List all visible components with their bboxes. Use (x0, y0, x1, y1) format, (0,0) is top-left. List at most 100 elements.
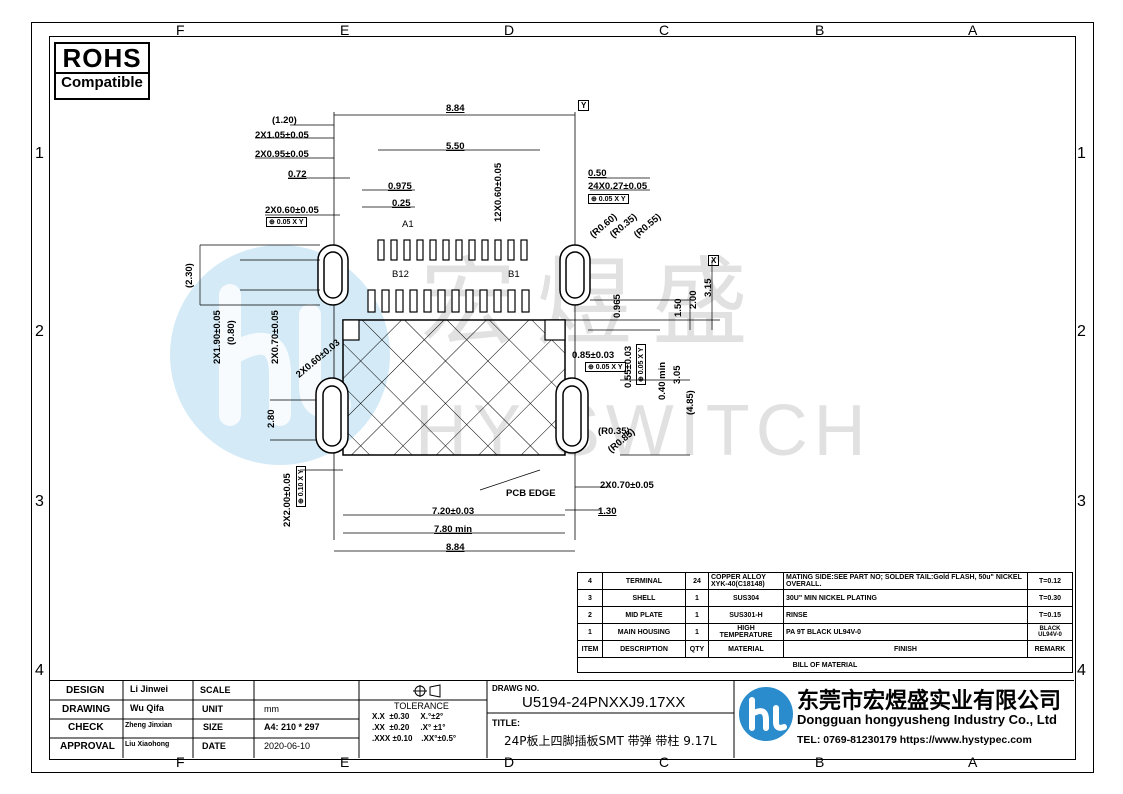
tolerance-frame: ⊕ 0.05 X Y (636, 344, 646, 385)
drawing-number: U5194-24PNXXJ9.17XX (522, 694, 686, 711)
table-header-row: ITEM DESCRIPTION QTY MATERIAL FINISH REM… (577, 640, 1073, 658)
drawing-number-label: DRAWG NO. (492, 684, 540, 693)
drawing-label: DRAWING (62, 704, 111, 715)
table-row: 4 TERMINAL 24 COPPER ALLOY XYK-40(C18148… (577, 572, 1073, 590)
dim-label: 3.05 (672, 365, 683, 385)
dim-label: 0.85±0.03 (572, 350, 615, 361)
dim-label: 0.72 (288, 169, 307, 180)
unit-value: mm (264, 704, 279, 714)
dim-label: 0.975 (388, 181, 412, 192)
design-value: Li Jinwei (130, 684, 169, 694)
dim-label: 3.15 (703, 278, 714, 298)
zone-letter-bottom: D (504, 754, 515, 770)
pin-label: B1 (508, 269, 520, 280)
tolerance-line: .XXX ±0.10 .XX°±0.5° (372, 734, 457, 743)
unit-label: UNIT (202, 704, 223, 714)
dim-label: (R0.35) (598, 426, 630, 437)
zone-number-left: 2 (35, 323, 44, 340)
tolerance-line: X.X ±0.30 X.°±2° (372, 712, 444, 721)
dim-label: 2X0.60±0.05 (265, 205, 319, 216)
zone-letter-top: C (659, 22, 670, 38)
dim-label: 2X1.05±0.05 (255, 130, 309, 141)
zone-number-right: 4 (1077, 662, 1086, 679)
datum-x-box: X (708, 255, 720, 266)
dim-label: 0.50 (588, 168, 607, 179)
pin-label: A1 (402, 219, 414, 230)
zone-letter-top: B (815, 22, 825, 38)
title-block (49, 680, 1074, 759)
rohs-subtitle: Compatible (56, 72, 148, 92)
zone-number-right: 1 (1077, 145, 1086, 162)
zone-letter-bottom: B (815, 754, 825, 770)
dim-label: 7.20±0.03 (432, 506, 475, 517)
title-block-grid (49, 680, 735, 758)
dim-label: (4.85) (685, 390, 696, 415)
zone-letter-bottom: E (340, 754, 350, 770)
table-footer-row: BILL OF MATERIAL (577, 657, 1073, 673)
company-name-cn: 东莞市宏煜盛实业有限公司 (797, 689, 1062, 714)
dim-label: 0.40 min (657, 361, 668, 400)
check-label: CHECK (68, 722, 104, 733)
dim-label: (0.80) (226, 320, 237, 345)
drawing-title: 24P板上四脚插板SMT 带弹 带柱 9.17L (504, 734, 717, 748)
zone-letter-top: A (968, 22, 978, 38)
dim-label: 1.30 (598, 506, 617, 517)
tolerance-line: .XX ±0.20 .X° ±1° (372, 723, 446, 732)
table-row: 2 MID PLATE 1 SUS301-H RINSE T=0.15 (577, 606, 1073, 624)
date-value: 2020-06-10 (264, 741, 311, 751)
dim-label: 5.50 (446, 141, 465, 152)
dim-label: PCB EDGE (506, 488, 556, 499)
dim-label: (1.20) (272, 115, 297, 126)
date-label: DATE (202, 741, 226, 751)
tolerance-frame: ⊕ 0.10 X Y (296, 466, 306, 507)
dim-label: 0.965 (612, 294, 623, 318)
dim-label: 0.25 (392, 198, 411, 209)
dim-label: (2.30) (184, 263, 195, 288)
dim-label: 0.55±0.03 (623, 345, 634, 388)
zone-letter-top: D (504, 22, 515, 38)
zone-letter-bottom: F (176, 754, 185, 770)
company-logo (739, 687, 793, 741)
dim-label: 2X0.70±0.05 (270, 310, 281, 364)
zone-letter-bottom: C (659, 754, 670, 770)
scale-label: SCALE (200, 685, 231, 695)
dim-label: 2X0.95±0.05 (255, 149, 309, 160)
dim-label: 7.80 min (434, 524, 473, 535)
company-name-en: Dongguan hongyusheng Industry Co., Ltd (797, 712, 1057, 727)
dim-label: 2.80 (266, 409, 277, 429)
tolerance-frame: ⊕ 0.05 X Y (266, 217, 307, 227)
projection-symbol-icon (413, 684, 441, 698)
zone-number-left: 1 (35, 145, 44, 162)
drawing-value: Wu Qifa (130, 703, 164, 713)
zone-letter-top: E (340, 22, 350, 38)
tolerance-frame: ⊕ 0.05 X Y (585, 362, 626, 372)
size-value: A4: 210 * 297 (264, 722, 320, 732)
check-value: Zheng Jinxian (125, 722, 173, 729)
tolerance-frame: ⊕ 0.05 X Y (588, 194, 629, 204)
design-label: DESIGN (66, 685, 105, 696)
dim-label: 2X2.00±0.05 (282, 473, 293, 527)
dim-label: 8.84 (446, 542, 465, 553)
table-row: 3 SHELL 1 SUS304 30U" MIN NICKEL PLATING… (577, 589, 1073, 607)
drawing-border-outer (31, 22, 1094, 773)
tolerance-label: TOLERANCE (394, 701, 449, 711)
zone-letter-bottom: A (968, 754, 978, 770)
zone-letter-top: F (176, 22, 185, 38)
dim-label: 2.00 (688, 290, 699, 310)
rohs-title: ROHS (62, 43, 142, 73)
zone-number-right: 2 (1077, 323, 1086, 340)
bill-of-material-table: 4 TERMINAL 24 COPPER ALLOY XYK-40(C18148… (577, 572, 1073, 673)
company-contact: TEL: 0769-81230179 https://www.hystypec.… (797, 734, 1032, 746)
approval-value: Liu Xiaohong (125, 741, 170, 748)
rohs-stamp: ROHS Compatible (54, 42, 150, 100)
dim-label: 12X0.60±0.05 (493, 162, 504, 222)
dim-label: 2X1.90±0.05 (212, 310, 223, 364)
datum-y-box: Y (578, 100, 590, 111)
zone-number-left: 3 (35, 493, 44, 510)
table-row: 1 MAIN HOUSING 1 HIGH TEMPERATURE PA 9T … (577, 623, 1073, 641)
title-label: TITLE: (492, 718, 520, 728)
pin-label: B12 (392, 269, 409, 280)
dim-label: 2X0.70±0.05 (600, 480, 654, 491)
dim-label: 8.84 (446, 103, 465, 114)
